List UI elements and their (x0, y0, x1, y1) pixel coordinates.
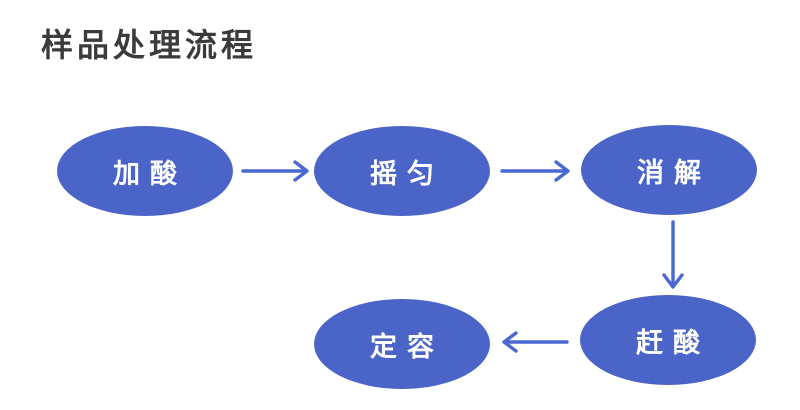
flow-node-label: 摇匀 (370, 158, 444, 189)
arrow-drive-acid-to-fix-volume-icon (502, 331, 569, 353)
flow-node-fix-volume: 定容 (314, 299, 490, 389)
arrow-shake-to-digest-icon (500, 160, 570, 182)
flow-node-label: 加酸 (113, 158, 187, 189)
flow-node-label: 定容 (370, 331, 444, 362)
flow-node-label: 消解 (637, 157, 711, 188)
diagram-title: 样品处理流程 (41, 27, 258, 63)
flow-node-label: 赶酸 (636, 327, 710, 358)
arrow-add-acid-to-shake-icon (241, 160, 309, 182)
flow-node-digest: 消解 (581, 125, 757, 215)
flow-node-drive-acid: 赶酸 (580, 295, 756, 385)
arrow-digest-to-drive-acid-icon (662, 220, 684, 289)
flow-node-shake: 摇匀 (314, 126, 490, 216)
flow-node-add-acid: 加酸 (57, 126, 233, 216)
